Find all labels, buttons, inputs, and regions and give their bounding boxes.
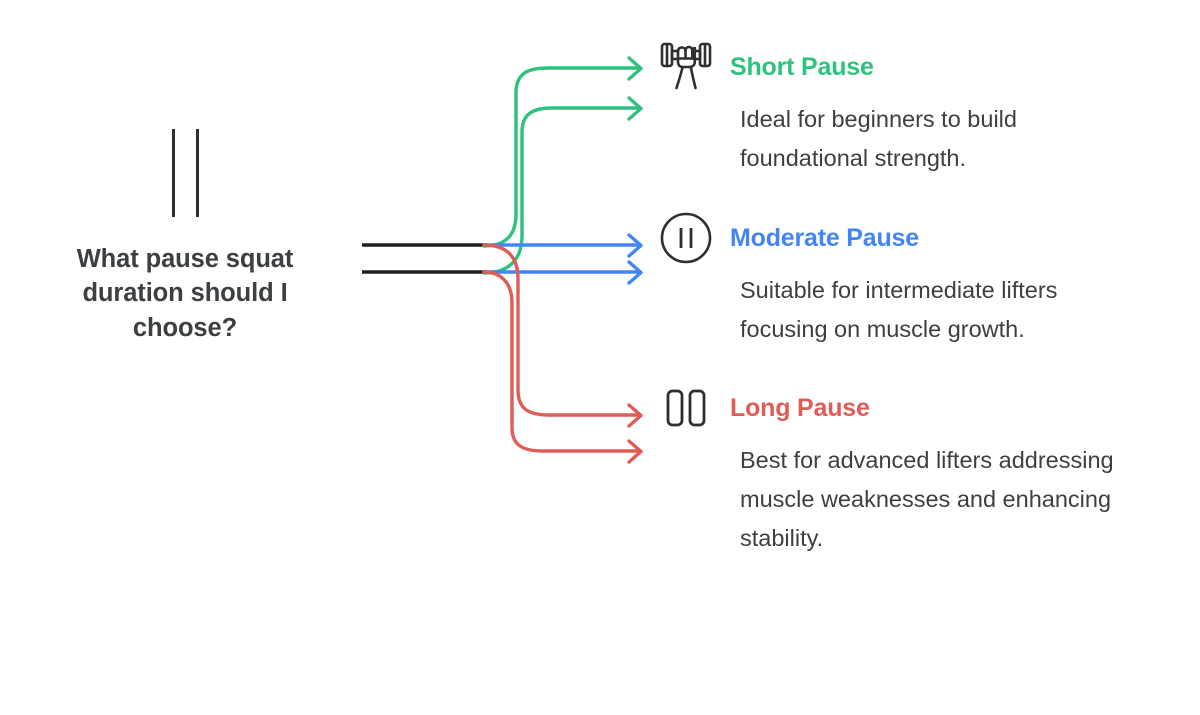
- branch-moderate-pause-title: Moderate Pause: [730, 223, 919, 252]
- branch-moderate-pause[interactable]: Moderate Pause Suitable for intermediate…: [655, 207, 1175, 349]
- question-block: What pause squat duration should I choos…: [40, 125, 330, 345]
- pause-bar-right: [195, 128, 199, 217]
- branch-short-pause[interactable]: Short Pause Ideal for beginners to build…: [655, 36, 1175, 178]
- connector-short-pause: [482, 56, 643, 275]
- hand-dumbbell-icon: [655, 36, 717, 98]
- branch-moderate-pause-header: Moderate Pause: [655, 207, 1175, 269]
- branch-short-pause-title: Short Pause: [730, 52, 874, 81]
- pause-bars-outline-icon: [655, 377, 717, 439]
- pause-bars-icon: [40, 125, 330, 220]
- branch-short-pause-header: Short Pause: [655, 36, 1175, 98]
- connector-moderate-pause: [482, 233, 643, 285]
- branch-long-pause-description: Best for advanced lifters addressing mus…: [740, 447, 1114, 551]
- connector-long-pause: [482, 243, 643, 464]
- branch-short-pause-description: Ideal for beginners to build foundationa…: [740, 106, 1017, 171]
- question-text: What pause squat duration should I choos…: [76, 245, 294, 342]
- branch-long-pause-header: Long Pause: [655, 377, 1175, 439]
- branch-long-pause[interactable]: Long Pause Best for advanced lifters add…: [655, 377, 1175, 558]
- circle-pause-icon: [655, 207, 717, 269]
- branch-moderate-pause-description: Suitable for intermediate lifters focusi…: [740, 277, 1058, 342]
- branch-long-pause-title: Long Pause: [730, 393, 870, 422]
- pause-bar-left: [171, 128, 175, 217]
